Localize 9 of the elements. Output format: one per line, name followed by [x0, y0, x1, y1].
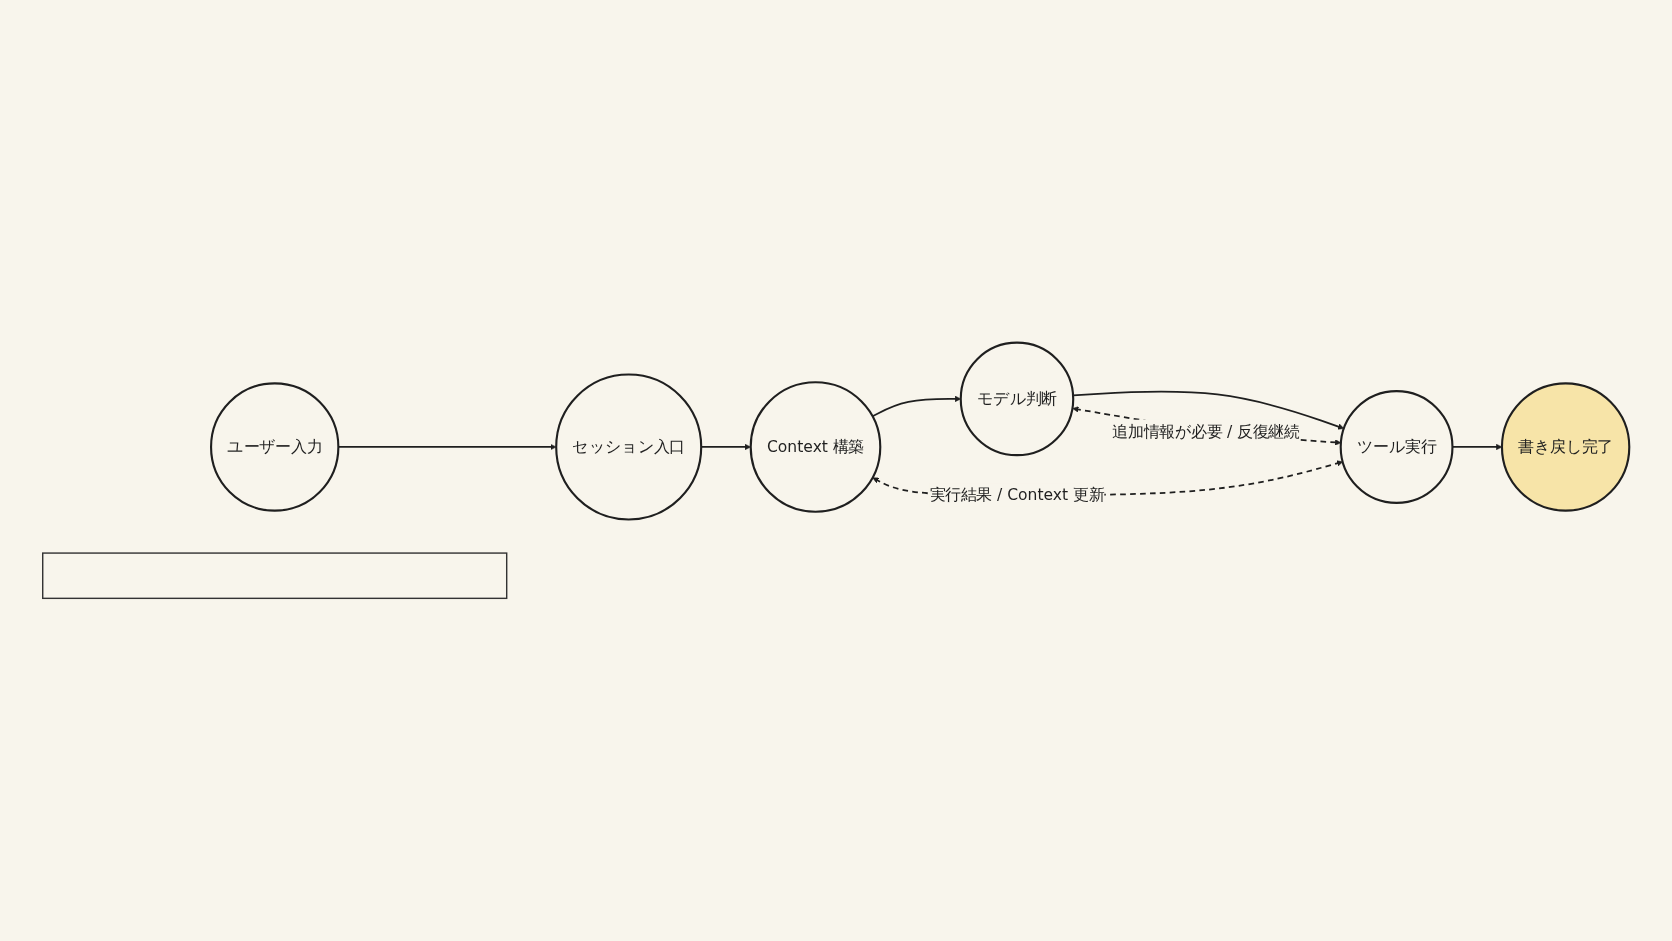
- step-circle: セッション入口: [555, 373, 703, 521]
- step-circle: Context 構築: [749, 381, 882, 513]
- edge-label: 追加情報が必要 / 反復継続: [1112, 419, 1300, 443]
- step-circle: ユーザー入力: [210, 382, 340, 512]
- arrow: [1072, 390, 1345, 430]
- step-circle: ツール実行: [1339, 390, 1454, 504]
- step-circle: 書き戻し完了: [1500, 382, 1631, 512]
- empty-bar: [42, 552, 508, 600]
- step-circle: モデル判断: [959, 341, 1075, 457]
